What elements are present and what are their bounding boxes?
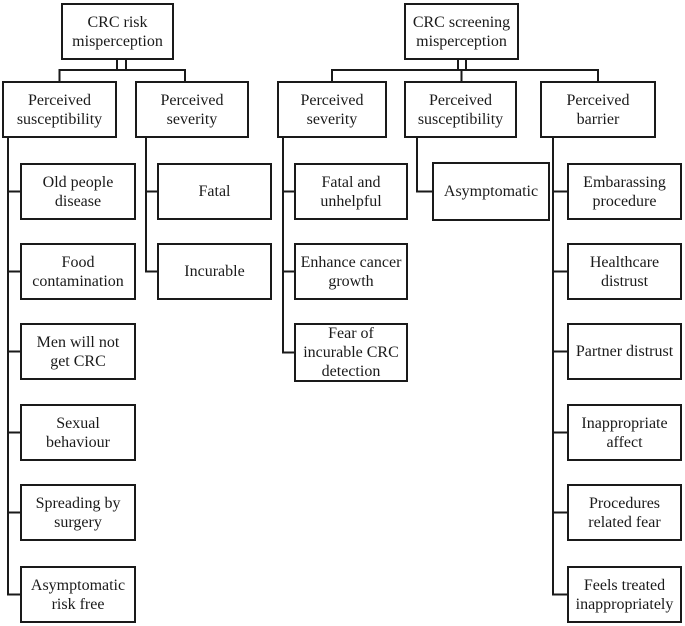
category-perceived-susceptibility-screening: Perceived susceptibility [404,81,517,138]
item-asymptomatic-risk-free: Asymptomatic risk free [20,566,136,623]
item-food-contamination: Food contamination [20,243,136,300]
item-incurable: Incurable [157,243,272,300]
item-procedures-related-fear: Procedures related fear [567,484,682,541]
root-crc-screening-misperception: CRC screening misperception [404,3,519,60]
item-spreading-by-surgery: Spreading by surgery [20,484,136,541]
item-enhance-cancer-growth: Enhance cancer growth [294,243,408,300]
item-asymptomatic: Asymptomatic [432,162,550,221]
item-feels-treated-inappropriately: Feels treated inappropriately [567,566,682,623]
item-fear-of-incurable-crc-detection: Fear of incurable CRC detection [294,323,408,382]
item-fatal: Fatal [157,163,272,220]
item-men-will-not-get-crc: Men will not get CRC [20,323,136,380]
item-partner-distrust: Partner distrust [567,323,682,380]
item-sexual-behaviour: Sexual behaviour [20,404,136,461]
category-perceived-barrier: Perceived barrier [540,81,656,138]
category-perceived-severity-risk: Perceived severity [135,81,249,138]
item-inappropriate-affect: Inappropriate affect [567,404,682,461]
category-perceived-susceptibility-risk: Perceived susceptibility [2,81,117,138]
item-embarassing-procedure: Embarassing procedure [567,163,682,220]
category-perceived-severity-screening: Perceived severity [277,81,387,138]
root-crc-risk-misperception: CRC risk misperception [61,3,174,60]
item-healthcare-distrust: Healthcare distrust [567,243,682,300]
item-old-people-disease: Old people disease [20,163,136,220]
item-fatal-and-unhelpful: Fatal and unhelpful [294,163,408,220]
